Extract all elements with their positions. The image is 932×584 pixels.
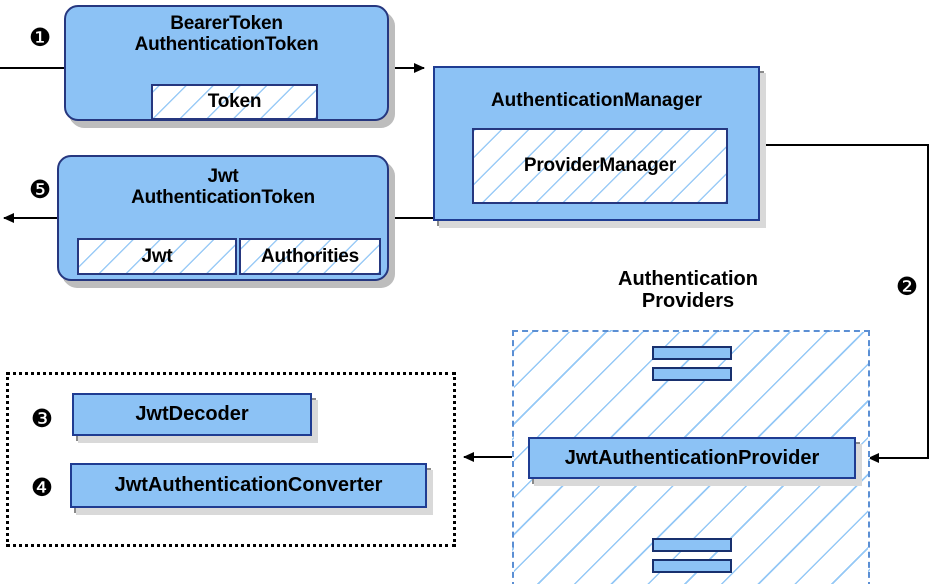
bearer-token-title-line2: AuthenticationToken xyxy=(134,34,319,56)
provider-bar-top-1 xyxy=(652,346,732,360)
authentication-providers-label: Authentication Providers xyxy=(562,268,814,313)
authentication-providers-label-line2: Providers xyxy=(641,290,735,313)
jwt-token-title: Jwt AuthenticationToken xyxy=(59,166,387,209)
node-jwt-authentication-provider[interactable]: JwtAuthenticationProvider xyxy=(528,437,856,479)
bearer-token-inner-token[interactable]: Token xyxy=(151,84,318,120)
jwt-token-inner-jwt-label: Jwt xyxy=(141,245,173,267)
jwt-token-inner-authorities-label: Authorities xyxy=(260,245,360,267)
jwt-authentication-provider-title: JwtAuthenticationProvider xyxy=(564,446,820,469)
jwt-token-title-line1: Jwt xyxy=(207,166,239,187)
step-badge-1: ❶ xyxy=(28,23,52,52)
provider-bar-bottom-2 xyxy=(652,559,732,573)
jwt-authentication-converter-title: JwtAuthenticationConverter xyxy=(114,474,383,497)
bearer-token-title-line1: BearerToken xyxy=(170,13,283,34)
step-badge-2: ❷ xyxy=(895,272,919,301)
step-badge-3: ❸ xyxy=(30,404,54,433)
node-bearer-token-authentication-token[interactable]: BearerToken AuthenticationToken Token xyxy=(64,5,389,121)
authentication-manager-inner-provider-manager-label: ProviderManager xyxy=(523,155,677,176)
jwt-token-inner-jwt[interactable]: Jwt xyxy=(77,238,237,275)
jwt-decoder-title: JwtDecoder xyxy=(135,403,249,426)
step-badge-5: ❺ xyxy=(28,175,52,204)
region-jwt-support xyxy=(6,372,456,547)
authentication-manager-inner-provider-manager[interactable]: ProviderManager xyxy=(472,128,728,204)
step-badge-4: ❹ xyxy=(30,473,54,502)
bearer-token-title: BearerToken AuthenticationToken xyxy=(66,13,387,56)
node-jwt-decoder[interactable]: JwtDecoder xyxy=(72,393,312,436)
authentication-providers-label-line1: Authentication xyxy=(618,268,758,290)
bearer-token-inner-token-label: Token xyxy=(207,91,262,112)
jwt-token-title-line2: AuthenticationToken xyxy=(131,187,315,209)
jwt-token-inner-authorities[interactable]: Authorities xyxy=(239,238,381,275)
authentication-manager-title: AuthenticationManager xyxy=(490,90,703,111)
provider-bar-bottom-1 xyxy=(652,538,732,552)
node-jwt-authentication-token[interactable]: Jwt AuthenticationToken Jwt Authorities xyxy=(57,155,389,281)
node-authentication-manager[interactable]: AuthenticationManager ProviderManager xyxy=(433,66,760,221)
node-jwt-authentication-converter[interactable]: JwtAuthenticationConverter xyxy=(70,463,427,508)
provider-bar-top-2 xyxy=(652,367,732,381)
